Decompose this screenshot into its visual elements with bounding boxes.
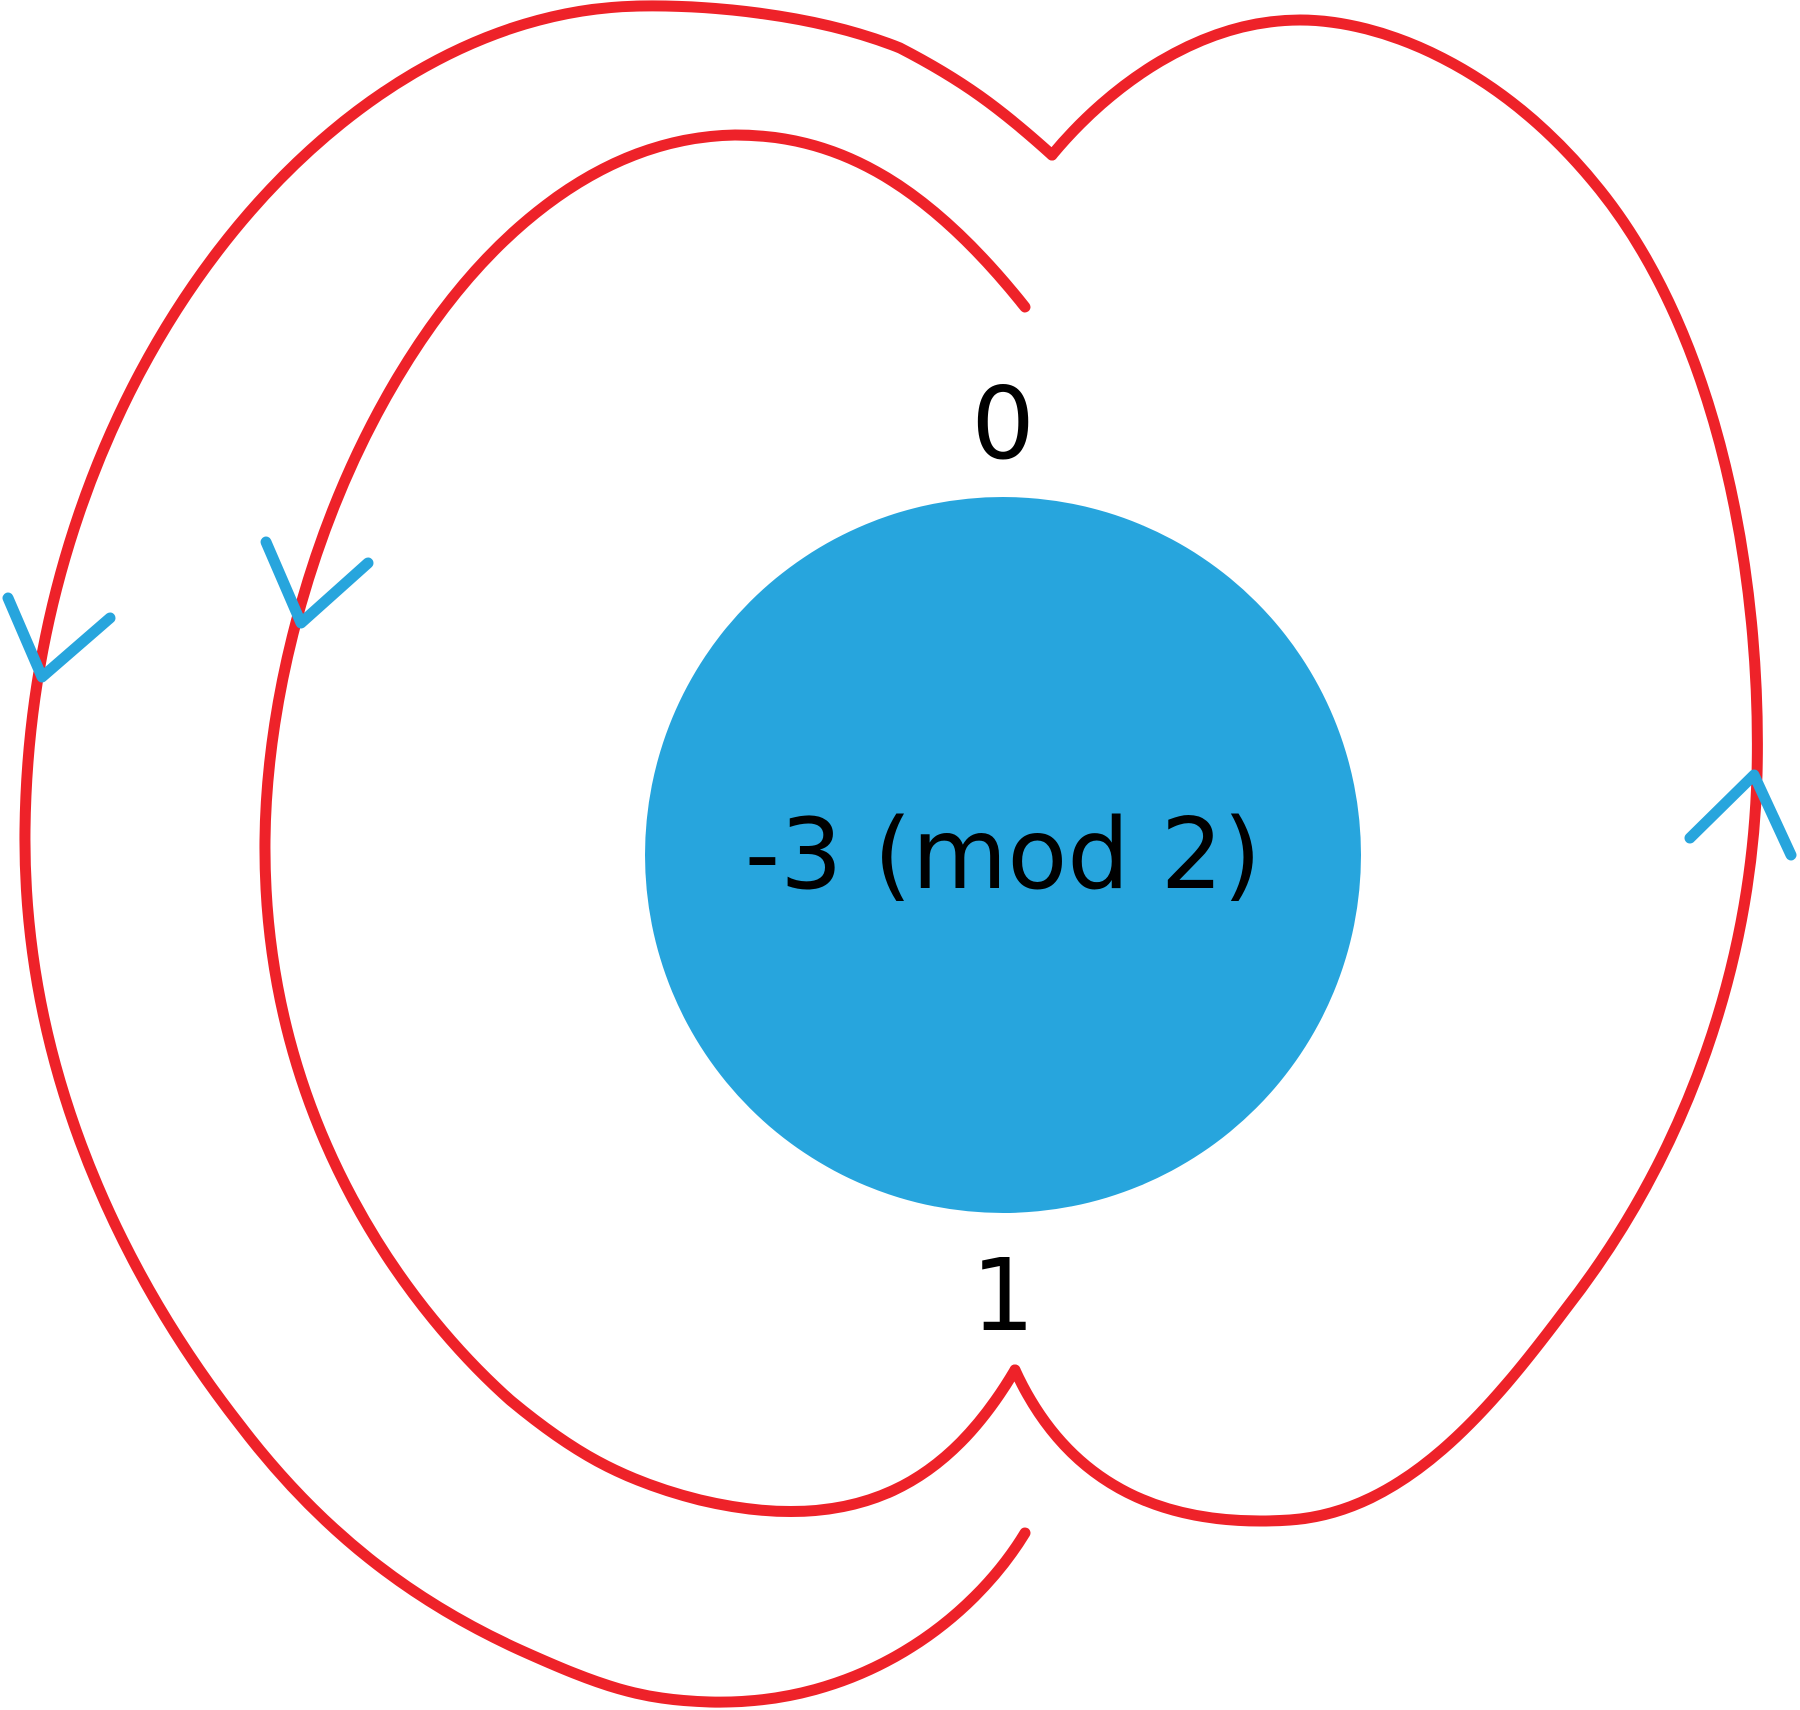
arrow-left-outer-icon (2, 592, 116, 683)
bottom-label: 1 (971, 1237, 1035, 1354)
inner-arc (259, 129, 1031, 1518)
top-label: 0 (971, 365, 1035, 482)
center-disk (645, 497, 1361, 1213)
outer-left-arc (19, 0, 1058, 1708)
center-label: -3 (mod 2) (745, 798, 1261, 912)
arrow-left-inner-icon (260, 536, 374, 629)
arrow-right-icon (1684, 769, 1797, 861)
